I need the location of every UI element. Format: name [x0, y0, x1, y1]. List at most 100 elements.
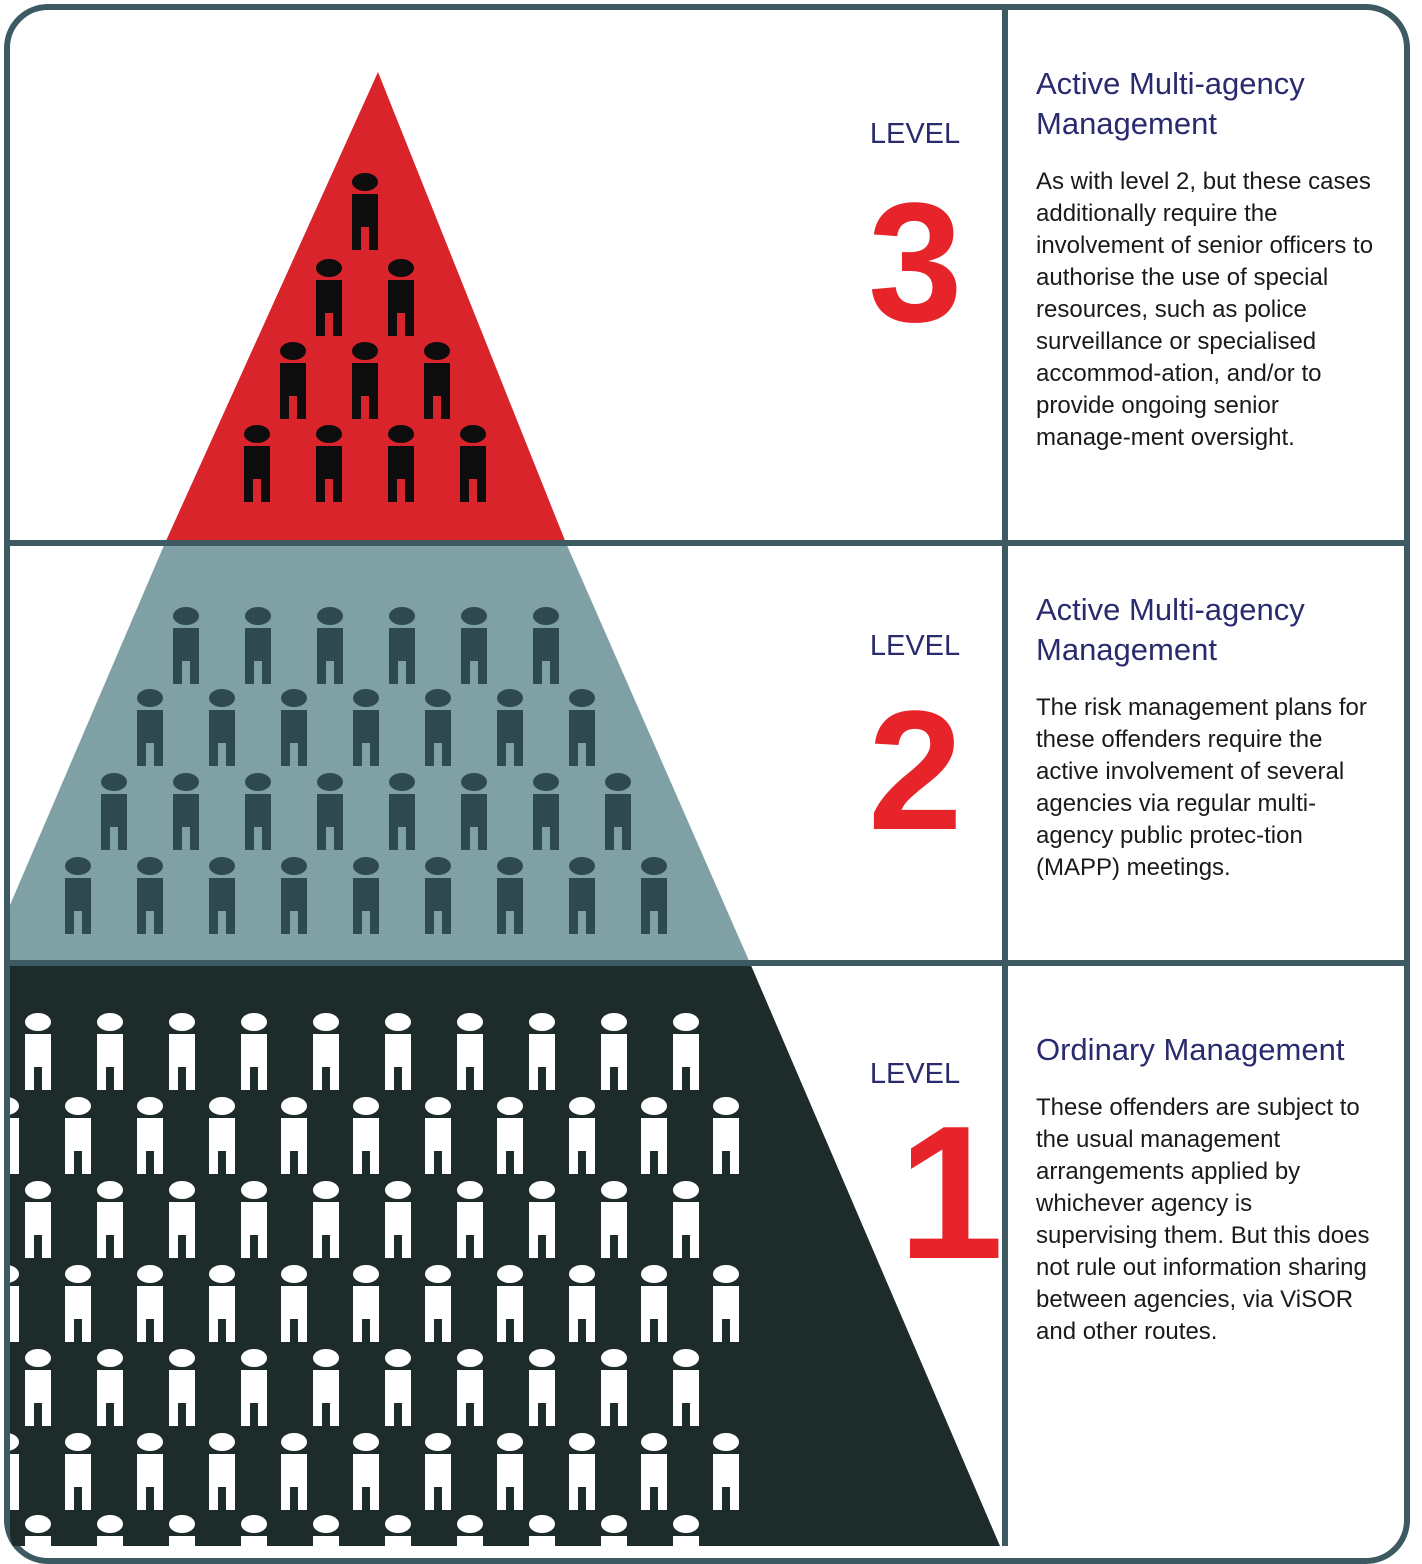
- person-figure-icon: [97, 1515, 123, 1546]
- level-2-number: 2: [868, 676, 963, 866]
- level-1-label: LEVEL: [869, 1058, 961, 1090]
- person-figure-icon: [281, 1265, 307, 1342]
- figures-level-2: [65, 607, 667, 934]
- person-figure-icon: [713, 1265, 739, 1342]
- person-figure-icon: [281, 857, 307, 934]
- person-figure-icon: [10, 1265, 19, 1342]
- person-figure-icon: [317, 607, 343, 684]
- person-figure-icon: [245, 773, 271, 850]
- person-figure-icon: [353, 689, 379, 766]
- person-figure-icon: [385, 1515, 411, 1546]
- person-figure-icon: [209, 689, 235, 766]
- person-figure-icon: [457, 1349, 483, 1426]
- person-figure-icon: [461, 773, 487, 850]
- level-2-description: The risk management plans for these offe…: [1036, 694, 1367, 881]
- person-figure-icon: [352, 342, 378, 419]
- person-figure-icon: [101, 773, 127, 850]
- person-figure-icon: [425, 1097, 451, 1174]
- person-figure-icon: [713, 1097, 739, 1174]
- person-figure-icon: [353, 1097, 379, 1174]
- person-figure-icon: [241, 1181, 267, 1258]
- person-figure-icon: [25, 1181, 51, 1258]
- person-figure-icon: [241, 1515, 267, 1546]
- person-figure-icon: [641, 1265, 667, 1342]
- person-figure-icon: [605, 773, 631, 850]
- person-figure-icon: [601, 1515, 627, 1546]
- figures-level-1: [10, 1013, 739, 1546]
- person-figure-icon: [497, 1265, 523, 1342]
- person-figure-icon: [209, 1097, 235, 1174]
- person-figure-icon: [389, 607, 415, 684]
- person-figure-icon: [388, 259, 414, 336]
- person-figure-icon: [497, 1433, 523, 1510]
- person-figure-icon: [65, 1265, 91, 1342]
- person-figure-icon: [673, 1349, 699, 1426]
- person-figure-icon: [425, 1265, 451, 1342]
- person-figure-icon: [569, 1433, 595, 1510]
- level-3-label: LEVEL: [869, 118, 961, 150]
- person-figure-icon: [673, 1515, 699, 1546]
- person-figure-icon: [245, 607, 271, 684]
- person-figure-icon: [529, 1013, 555, 1090]
- person-figure-icon: [313, 1013, 339, 1090]
- person-figure-icon: [601, 1181, 627, 1258]
- person-figure-icon: [457, 1013, 483, 1090]
- level-2-label: LEVEL: [869, 630, 961, 662]
- person-figure-icon: [353, 1265, 379, 1342]
- person-figure-icon: [25, 1013, 51, 1090]
- person-figure-icon: [137, 1433, 163, 1510]
- level-3-title: Active Multi-agency Management: [1036, 66, 1305, 141]
- person-figure-icon: [713, 1433, 739, 1510]
- person-figure-icon: [673, 1181, 699, 1258]
- person-figure-icon: [569, 1265, 595, 1342]
- person-figure-icon: [385, 1349, 411, 1426]
- person-figure-icon: [533, 773, 559, 850]
- person-figure-icon: [313, 1515, 339, 1546]
- person-figure-icon: [569, 689, 595, 766]
- person-figure-icon: [569, 857, 595, 934]
- person-figure-icon: [316, 259, 342, 336]
- person-figure-icon: [529, 1349, 555, 1426]
- person-figure-icon: [97, 1181, 123, 1258]
- level-1-description: These offenders are subject to the usual…: [1036, 1094, 1370, 1345]
- person-figure-icon: [388, 425, 414, 502]
- person-figure-icon: [425, 857, 451, 934]
- level-1-title: Ordinary Management: [1036, 1032, 1345, 1067]
- person-figure-icon: [457, 1181, 483, 1258]
- person-figure-icon: [601, 1013, 627, 1090]
- person-figure-icon: [65, 1433, 91, 1510]
- person-figure-icon: [353, 1433, 379, 1510]
- person-figure-icon: [173, 773, 199, 850]
- level-1-number: 1: [898, 1087, 1004, 1299]
- person-figure-icon: [641, 857, 667, 934]
- pyramid-tier-level-2: [10, 543, 750, 963]
- person-figure-icon: [209, 1265, 235, 1342]
- figures-level-3: [244, 173, 486, 502]
- person-figure-icon: [137, 857, 163, 934]
- person-figure-icon: [641, 1097, 667, 1174]
- person-figure-icon: [169, 1349, 195, 1426]
- person-figure-icon: [65, 857, 91, 934]
- person-figure-icon: [529, 1181, 555, 1258]
- person-figure-icon: [424, 342, 450, 419]
- person-figure-icon: [569, 1097, 595, 1174]
- level-1-panel: Ordinary Management These offenders are …: [1036, 1030, 1396, 1348]
- person-figure-icon: [137, 689, 163, 766]
- person-figure-icon: [281, 1097, 307, 1174]
- person-figure-icon: [353, 857, 379, 934]
- person-figure-icon: [281, 1433, 307, 1510]
- person-figure-icon: [425, 689, 451, 766]
- person-figure-icon: [385, 1181, 411, 1258]
- person-figure-icon: [209, 1433, 235, 1510]
- person-figure-icon: [601, 1349, 627, 1426]
- person-figure-icon: [280, 342, 306, 419]
- person-figure-icon: [533, 607, 559, 684]
- level-3-number: 3: [868, 168, 963, 358]
- person-figure-icon: [460, 425, 486, 502]
- person-figure-icon: [317, 773, 343, 850]
- person-figure-icon: [97, 1013, 123, 1090]
- person-figure-icon: [425, 1433, 451, 1510]
- level-2-title: Active Multi-agency Management: [1036, 592, 1305, 667]
